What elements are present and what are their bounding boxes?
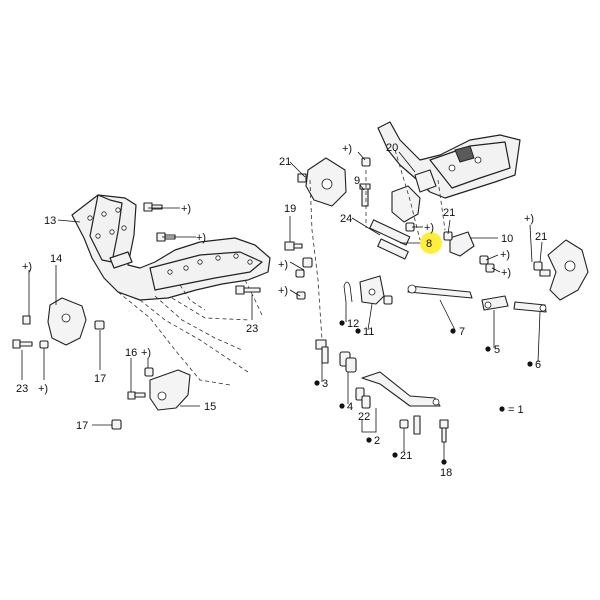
callout-16: 16 <box>125 347 137 359</box>
center-link-7 <box>407 284 473 299</box>
callout-19: 19 <box>284 203 296 215</box>
bolt-18 <box>439 419 449 443</box>
callout-8: 8 <box>426 238 432 250</box>
callout-21-top: 21 <box>279 156 291 168</box>
lower-bracket-15 <box>149 369 191 411</box>
nut-19a <box>302 257 313 268</box>
nut-left-17 <box>94 320 105 330</box>
plus-marker: +) <box>181 203 191 215</box>
bolt-center-23 <box>235 285 261 295</box>
subframe-assembly <box>71 194 271 386</box>
callout-17-bottom: 17 <box>76 420 88 432</box>
tie-rod-6 <box>513 301 547 313</box>
callout-15: 15 <box>204 401 216 413</box>
leader-lines <box>21 151 543 460</box>
nut-16 <box>144 367 154 377</box>
callout-23-left: 23 <box>16 383 28 395</box>
callout-7: 7 <box>459 326 465 338</box>
bolt-left-23 <box>12 339 33 349</box>
callout-18: 18 <box>440 467 452 479</box>
bushing-4 <box>339 351 357 373</box>
upper-frame-rail <box>377 121 521 199</box>
callout-9: 9 <box>354 175 360 187</box>
bolt-21-top <box>297 173 307 183</box>
legend-text: = 1 <box>508 404 524 416</box>
clamp-22 <box>355 387 371 409</box>
plus-marker: +) <box>278 259 288 271</box>
callout-20: 20 <box>386 142 398 154</box>
nut-top-plus <box>361 157 371 167</box>
bolt-19 <box>284 241 303 251</box>
bracket-11 <box>359 275 385 305</box>
left-mount-bracket <box>47 297 87 346</box>
mount-bracket-top <box>305 157 347 207</box>
nut-bottom-21 <box>399 419 409 429</box>
plus-marker: +) <box>196 232 206 244</box>
callout-17-left: 17 <box>94 373 106 385</box>
plus-marker: +) <box>342 143 352 155</box>
callout-21-bottom: 21 <box>400 450 412 462</box>
washer-center-b <box>296 291 306 300</box>
callout-21-mid: 21 <box>443 207 455 219</box>
callout-21-right: 21 <box>535 231 547 243</box>
callout-3: 3 <box>322 378 328 390</box>
callout-2: 2 <box>374 435 380 447</box>
relay-rod-2 <box>361 371 441 407</box>
shock-24 <box>369 219 411 260</box>
callout-13: 13 <box>44 215 56 227</box>
plus-marker: +) <box>501 267 511 279</box>
plus-marker: +) <box>22 261 32 273</box>
callout-12: 12 <box>347 318 359 330</box>
callout-11: 11 <box>363 326 374 338</box>
plus-marker: +) <box>524 213 534 225</box>
rod-end-3 <box>315 339 329 364</box>
nut-17-bottom <box>111 419 122 430</box>
plus-marker: +) <box>424 222 434 234</box>
bolt-9 <box>359 183 371 207</box>
callout-22: 22 <box>358 411 370 423</box>
tie-rod-5 <box>481 295 509 311</box>
washer-center-a <box>295 269 305 278</box>
u-bolt-12 <box>343 281 353 303</box>
plus-marker: +) <box>141 347 151 359</box>
washer-mid-plus <box>479 255 489 265</box>
callout-6: 6 <box>535 359 541 371</box>
bolt-bottom-21 <box>413 415 421 435</box>
bolt-left-top <box>22 315 31 325</box>
nut-right-11 <box>383 295 393 305</box>
callout-23-mid: 23 <box>246 323 258 335</box>
highlight-marker <box>420 232 442 254</box>
callout-14: 14 <box>50 253 62 265</box>
plus-marker: +) <box>38 383 48 395</box>
callout-4: 4 <box>347 401 353 413</box>
washer-left <box>39 340 49 349</box>
callout-5: 5 <box>494 344 500 356</box>
plus-marker: +) <box>278 285 288 297</box>
callout-24: 24 <box>340 213 352 225</box>
plus-marker: +) <box>500 249 510 261</box>
washer-mid-plus-2 <box>485 263 495 273</box>
steering-knuckle <box>539 239 589 301</box>
callout-10: 10 <box>501 233 513 245</box>
idler-arm-10 <box>449 231 475 257</box>
bolt-top-13 <box>143 202 163 212</box>
bolt-16 <box>127 391 146 400</box>
nut-21-right <box>533 261 543 271</box>
